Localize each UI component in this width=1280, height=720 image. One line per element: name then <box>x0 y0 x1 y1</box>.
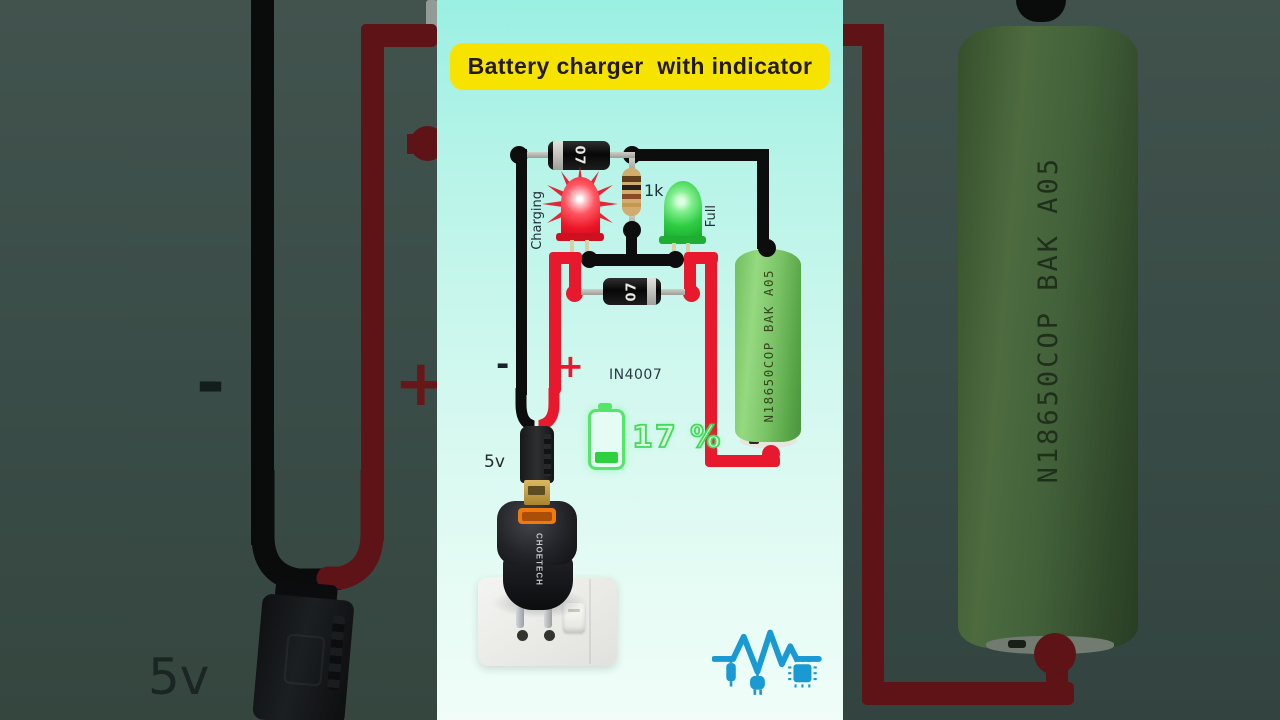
backdrop-minus-label: - <box>196 348 225 418</box>
diode1-cathode-band <box>553 141 563 170</box>
backdrop-black-junction <box>1016 0 1066 22</box>
battery-model-text: N18650COP BAK A05 <box>760 269 776 423</box>
red-led-leg-1 <box>570 240 574 255</box>
channel-logo-waveform-icon <box>712 629 822 695</box>
backdrop-red-wire <box>361 24 384 544</box>
battery-top-junction-dot <box>758 239 776 257</box>
backdrop-voltage-label: 5v <box>148 648 210 706</box>
diode1-body: 07 <box>548 141 610 170</box>
charger-brand: CHOETECH <box>534 532 544 586</box>
battery-charge-icon <box>588 409 625 470</box>
green-led-leg-1 <box>672 243 676 257</box>
red-junction-dot-left <box>566 285 583 302</box>
usb-charger-body <box>503 556 573 610</box>
red-junction-dot-right <box>683 285 700 302</box>
diode1-lead-right <box>608 152 635 158</box>
red-wire-right-stub <box>684 260 696 292</box>
backdrop-battery <box>958 26 1138 648</box>
green-led-flange <box>659 236 706 244</box>
battery-model-text: N18650COP BAK A05 <box>1032 156 1064 484</box>
junction-dot-bus-right <box>667 251 684 268</box>
minus-label: - <box>496 345 510 383</box>
resistor-band-4 <box>622 203 641 207</box>
battery-icon-cap <box>598 403 612 410</box>
resistor-label: 1k <box>644 181 664 200</box>
red-led-body <box>561 177 600 238</box>
green-led-leg-2 <box>686 243 690 257</box>
resistor-band-2 <box>622 185 641 190</box>
resistor-body <box>622 168 641 216</box>
green-led-body <box>664 181 702 241</box>
diode2-cathode-band <box>647 278 656 305</box>
led-bus-wire <box>585 254 682 266</box>
backdrop-black-wire <box>251 0 274 545</box>
junction-dot-top-left <box>510 146 528 164</box>
red-wire-left-stub <box>569 260 581 292</box>
resistor-lead-top <box>629 158 635 172</box>
resistor-stub-wire <box>626 234 637 260</box>
full-label: Full <box>704 204 719 228</box>
usb-port-tongue <box>522 512 552 521</box>
socket-hole-right <box>544 630 555 641</box>
battery-icon-fill <box>595 452 618 463</box>
red-wire-left-vertical <box>549 252 561 394</box>
wire-usb-curves <box>515 388 560 434</box>
charging-label: Charging <box>530 190 545 250</box>
page-title: Battery charger with indicator <box>467 53 813 79</box>
usb-plug-metal <box>524 480 550 505</box>
usb-plug-overmold <box>520 426 554 483</box>
wire-left-vertical <box>516 149 527 395</box>
diode1-lead-left <box>527 152 551 158</box>
backdrop-battery-label: N18650COP BAK A05 <box>958 60 1138 580</box>
supply-voltage-label: 5v <box>484 452 505 472</box>
socket-switch-line <box>568 609 580 612</box>
red-wire-right-vertical <box>705 252 717 464</box>
wire-right-vertical <box>757 149 769 249</box>
backdrop-usb-connector <box>252 579 356 720</box>
minus-sign: - <box>196 342 226 424</box>
red-led-flange <box>556 233 604 241</box>
junction-dot-bus-left <box>581 251 598 268</box>
backdrop-right-red-bottom <box>862 682 1074 705</box>
socket-hole-left <box>517 630 528 641</box>
usb-plug-ridges <box>544 434 551 476</box>
charger-pin-right <box>544 600 552 628</box>
plus-label: + <box>557 347 584 385</box>
usb-port <box>518 508 556 524</box>
title-banner: Battery charger with indicator <box>450 43 830 90</box>
diode2-lead-right <box>659 289 685 295</box>
backdrop-wire-curves <box>251 470 384 590</box>
usb-emboss <box>283 633 326 687</box>
diode2-lead-left <box>581 289 605 295</box>
usb-plug-slot <box>528 486 545 495</box>
socket-seam <box>589 579 591 664</box>
battery-cell <box>735 249 801 442</box>
diode-part-label: IN4007 <box>609 367 663 383</box>
charger-pin-left <box>516 600 524 628</box>
backdrop-battery-cap-mark <box>1008 640 1026 648</box>
backdrop-battery-junction-dot <box>1034 633 1076 675</box>
battery-cell-label: N18650COP BAK A05 <box>735 262 801 430</box>
wire-top <box>628 149 769 161</box>
red-wire-bottom <box>705 455 780 467</box>
diode2-marking: 07 <box>624 281 640 302</box>
charge-percent-label: 17 % <box>631 419 723 456</box>
diode2-body: 07 <box>603 278 661 305</box>
battery-bottom-junction-dot <box>762 445 780 463</box>
resistor-band-1 <box>622 176 641 182</box>
red-led-leg-2 <box>585 240 589 255</box>
backdrop-right-red-wire <box>862 24 884 705</box>
resistor-band-3 <box>622 194 641 199</box>
